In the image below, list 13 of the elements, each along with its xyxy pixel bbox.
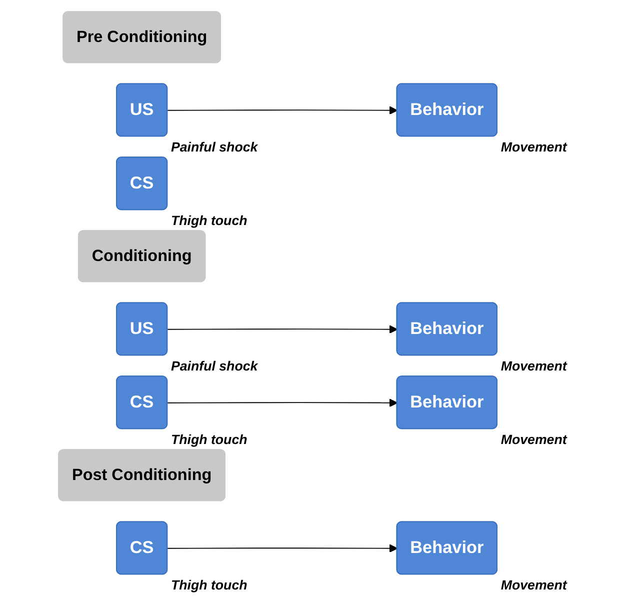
arrow (167, 324, 398, 334)
node-caption: Movement (500, 576, 567, 592)
node-caption: Thigh touch (171, 576, 248, 592)
node-caption: Painful shock (171, 138, 258, 154)
arrow (167, 106, 398, 114)
arrow (167, 544, 398, 552)
node-caption: Movement (500, 431, 567, 446)
node-caption: Painful shock (171, 358, 258, 373)
node-caption: Thigh touch (171, 431, 248, 446)
node-caption: Movement (500, 358, 567, 373)
arrow (167, 398, 398, 407)
node-caption: Thigh touch (171, 212, 248, 228)
node-caption: Movement (500, 138, 567, 154)
